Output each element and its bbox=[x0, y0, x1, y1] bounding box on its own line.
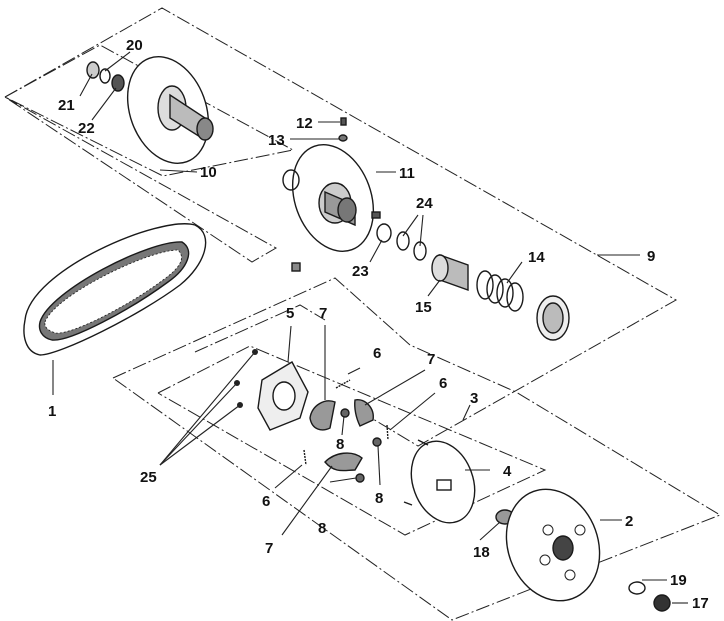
label-15: 15 bbox=[415, 299, 432, 316]
drive-plate-part bbox=[403, 439, 476, 524]
label-10: 10 bbox=[200, 164, 217, 181]
group-frame-3 bbox=[112, 277, 722, 621]
driven-face-part bbox=[126, 56, 214, 164]
label-7b: 7 bbox=[427, 351, 435, 368]
clutch-plate-part bbox=[234, 349, 309, 431]
label-1: 1 bbox=[48, 403, 56, 420]
springs-rollers-part bbox=[303, 379, 389, 483]
label-23: 23 bbox=[352, 263, 369, 280]
label-7c: 7 bbox=[265, 540, 273, 557]
label-12: 12 bbox=[296, 115, 313, 132]
label-3: 3 bbox=[470, 390, 478, 407]
label-20: 20 bbox=[126, 37, 143, 54]
label-8b: 8 bbox=[375, 490, 383, 507]
label-6c: 6 bbox=[262, 493, 270, 510]
label-2: 2 bbox=[625, 513, 633, 530]
label-14: 14 bbox=[528, 249, 545, 266]
label-24: 24 bbox=[416, 195, 433, 212]
group-frame-inner bbox=[157, 304, 547, 536]
label-18: 18 bbox=[473, 544, 490, 561]
seals-23-24 bbox=[291, 211, 427, 272]
spring-part bbox=[476, 270, 524, 312]
label-11: 11 bbox=[399, 165, 415, 182]
label-17: 17 bbox=[692, 595, 709, 612]
label-6b: 6 bbox=[439, 375, 447, 392]
leader-lines bbox=[52, 51, 688, 604]
label-8a: 8 bbox=[336, 436, 344, 453]
group-frame-10 bbox=[4, 44, 295, 177]
washer-19-part bbox=[628, 581, 646, 595]
o-ring-part bbox=[282, 169, 300, 191]
clutch-shoes-part bbox=[309, 399, 374, 472]
label-5: 5 bbox=[286, 305, 294, 322]
label-21: 21 bbox=[58, 97, 75, 114]
pins-12-13 bbox=[338, 117, 348, 142]
clutch-bell-part bbox=[505, 488, 601, 602]
drive-belt-part bbox=[23, 223, 207, 356]
nut-17-part bbox=[653, 594, 671, 612]
label-4: 4 bbox=[503, 463, 512, 480]
label-6a: 6 bbox=[373, 345, 381, 362]
label-22: 22 bbox=[78, 120, 95, 137]
label-25: 25 bbox=[140, 469, 157, 486]
group-frame-9 bbox=[4, 7, 678, 447]
label-19: 19 bbox=[670, 572, 687, 589]
sliding-face-part bbox=[291, 144, 375, 252]
label-7a: 7 bbox=[319, 305, 327, 322]
label-13: 13 bbox=[268, 132, 285, 149]
part-number-labels: 20 21 22 10 12 13 11 24 23 14 15 9 1 5 7… bbox=[48, 37, 709, 612]
label-8c: 8 bbox=[318, 520, 326, 537]
label-9: 9 bbox=[647, 248, 655, 265]
collar-part bbox=[431, 254, 469, 291]
small-rings-group bbox=[86, 61, 125, 92]
spring-seat-part bbox=[536, 295, 570, 341]
